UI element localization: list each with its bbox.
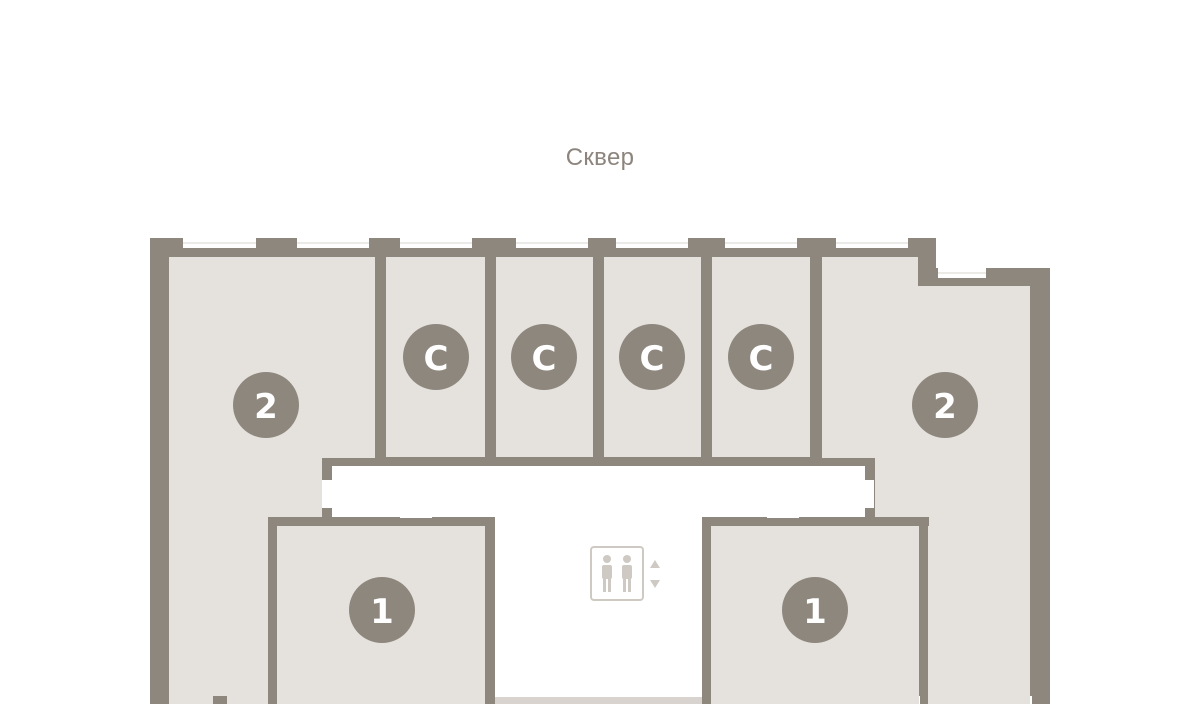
unit-label: С <box>532 339 557 379</box>
unit-label: 1 <box>370 592 394 632</box>
corridor-lobby <box>495 466 702 704</box>
unit-label: С <box>424 339 449 379</box>
unit-2-right-area[interactable] <box>822 257 1030 704</box>
unit-2-left-badge[interactable]: 2 <box>233 372 299 438</box>
lobby-threshold <box>495 697 702 704</box>
unit-label: 2 <box>254 387 278 427</box>
unit-c-1-badge[interactable]: С <box>403 324 469 390</box>
unit-label: 1 <box>803 592 827 632</box>
unit-label: С <box>640 339 665 379</box>
unit-2-right-badge[interactable]: 2 <box>912 372 978 438</box>
unit-badges: 2 С С С С 2 1 1 <box>233 324 978 643</box>
corridor-walls <box>268 458 929 704</box>
unit-1-left-badge[interactable]: 1 <box>349 577 415 643</box>
unit-c-2-badge[interactable]: С <box>511 324 577 390</box>
unit-c-3-badge[interactable]: С <box>619 324 685 390</box>
elevator-arrows-icon <box>650 560 660 588</box>
corridor <box>322 466 874 704</box>
unit-label: С <box>749 339 774 379</box>
street-label-square: Сквер <box>565 144 635 171</box>
unit-c-4-badge[interactable]: С <box>728 324 794 390</box>
unit-2-left-area[interactable] <box>169 257 375 704</box>
elevator-icon <box>590 546 644 601</box>
unit-1-right-badge[interactable]: 1 <box>782 577 848 643</box>
unit-label: 2 <box>933 387 957 427</box>
